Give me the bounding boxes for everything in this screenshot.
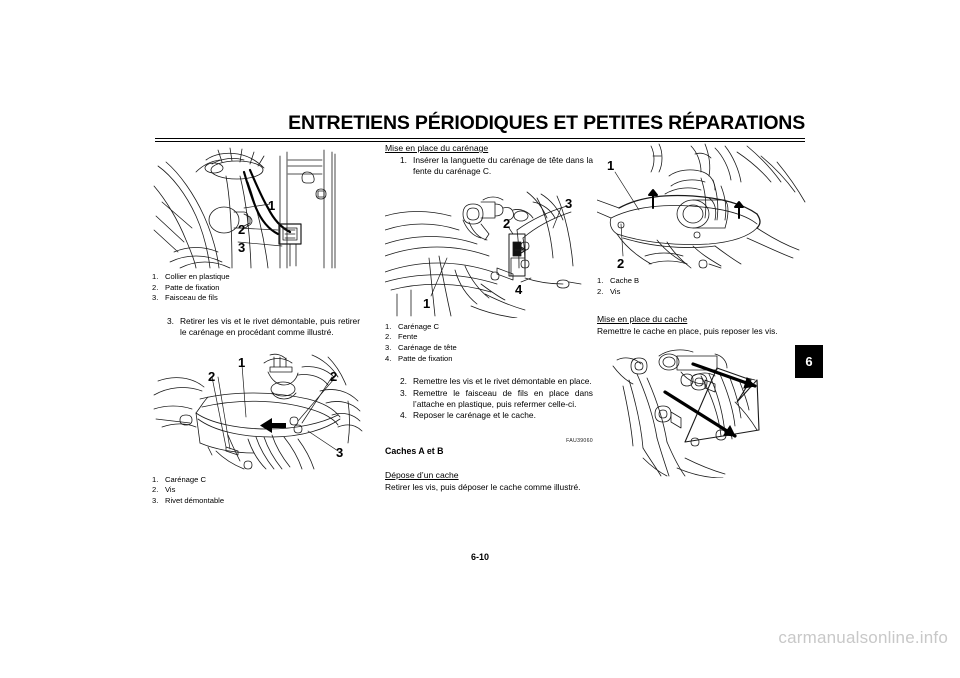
step-number: 1. xyxy=(400,155,407,165)
heading-remove-cover: Dépose d’un cache xyxy=(385,469,459,480)
procedure-list-install-step1: 1. Insérer la languette du carénage de t… xyxy=(385,155,593,178)
page-number: 6-10 xyxy=(470,552,489,562)
procedure-step: 2. Remettre les vis et le rivet démontab… xyxy=(393,376,593,387)
figure-cover-installation xyxy=(597,346,805,478)
step-text: Insérer la languette du carénage de tête… xyxy=(413,155,593,177)
legend-text: Cache B xyxy=(610,276,640,285)
legend-item: 1. Collier en plastique xyxy=(152,272,360,283)
heading-install-cover: Mise en place du cache xyxy=(597,314,688,325)
legend-text: Rivet démontable xyxy=(165,495,225,505)
figure-callout-3: 3 xyxy=(238,240,245,255)
chapter-tab: 6 xyxy=(795,345,823,378)
step-text: Reposer le carénage et le cache. xyxy=(413,410,536,421)
figure-callout-2: 2 xyxy=(238,222,245,237)
procedure-step: 1. Insérer la languette du carénage de t… xyxy=(393,155,593,178)
legend-number: 3. xyxy=(152,293,159,303)
legend-text: Carénage C xyxy=(165,474,206,484)
legend-right-top: 1. Cache B 2. Vis xyxy=(597,276,805,297)
step-number: 3. xyxy=(400,387,407,398)
procedure-step: 4. Reposer le carénage et le cache. xyxy=(393,410,593,421)
legend-text: Fente xyxy=(398,332,418,342)
legend-text: Vis xyxy=(165,485,176,495)
figure-plastic-clamp-wire-harness: 1 2 3 xyxy=(152,142,360,270)
left-column: 1 2 3 1. Collier en plastique 2. Patte d… xyxy=(152,142,363,507)
legend-text: Vis xyxy=(610,286,621,296)
figure-callout-1: 1 xyxy=(238,355,245,370)
legend-item: 1. Carénage C xyxy=(152,475,360,486)
legend-text: Patte de fixation xyxy=(165,282,220,292)
step-text: Remettre le faisceau de fils en place da… xyxy=(413,387,593,409)
figure-cowling-c-removal: 1 2 2 3 xyxy=(152,351,363,471)
figure-callout-2: 2 xyxy=(617,256,624,271)
figure-callout-4: 4 xyxy=(515,282,523,297)
step-number: 4. xyxy=(400,410,407,421)
middle-column: Mise en place du carénage 1. Insérer la … xyxy=(385,142,593,493)
legend-number: 3. xyxy=(152,495,159,505)
install-cover-text: Remettre le cache en place, puis reposer… xyxy=(597,326,778,337)
section-title-covers-a-b: Caches A et B xyxy=(385,445,444,456)
legend-item: 1. Cache B xyxy=(597,276,805,287)
remove-cover-text: Retirer les vis, puis déposer le cache c… xyxy=(385,481,581,492)
legend-number: 2. xyxy=(152,282,159,292)
legend-number: 2. xyxy=(597,286,604,296)
legend-item: 2. Patte de fixation xyxy=(152,283,360,294)
legend-number: 4. xyxy=(385,353,392,363)
site-watermark: carmanualsonline.info xyxy=(778,628,948,647)
figure-callout-3: 3 xyxy=(565,196,572,211)
legend-text: Faisceau de fils xyxy=(165,293,218,303)
legend-item: 4. Patte de fixation xyxy=(385,354,593,365)
legend-text: Patte de fixation xyxy=(398,353,453,363)
heading-install-cowling: Mise en place du carénage xyxy=(385,143,489,153)
legend-number: 1. xyxy=(152,474,159,484)
figure-cover-b-screws: 1 2 xyxy=(597,142,806,272)
step-text: Retirer les vis et le rivet démontable, … xyxy=(180,315,360,338)
right-column: 1 2 1. Cache B 2. Vis Mise en place du c… xyxy=(597,142,806,478)
legend-number: 2. xyxy=(152,485,159,495)
legend-text: Carénage C xyxy=(398,321,439,331)
legend-item: 3. Rivet démontable xyxy=(152,496,360,507)
legend-item: 2. Vis xyxy=(152,485,360,496)
reference-code: FAU39060 xyxy=(566,437,593,444)
figure-callout-1: 1 xyxy=(268,198,275,213)
figure-callout-2: 2 xyxy=(503,216,510,231)
legend-bottom-left: 1. Carénage C 2. Vis 3. Rivet démontable xyxy=(152,475,360,507)
legend-number: 2. xyxy=(385,332,392,342)
figure-callout-2a: 2 xyxy=(208,369,215,384)
header-rule xyxy=(155,138,805,142)
legend-number: 3. xyxy=(385,343,392,352)
procedure-step: 3. Remettre le faisceau de fils en place… xyxy=(393,388,593,411)
legend-text: Collier en plastique xyxy=(165,272,230,281)
step-number: 2. xyxy=(400,376,407,387)
procedure-list-removal: 3. Retirer les vis et le rivet démontabl… xyxy=(152,316,360,339)
figure-callout-1: 1 xyxy=(607,158,614,173)
legend-top-left: 1. Collier en plastique 2. Patte de fixa… xyxy=(152,272,360,304)
legend-number: 1. xyxy=(152,272,159,281)
figure-callout-2b: 2 xyxy=(330,369,337,384)
legend-item: 1. Carénage C xyxy=(385,322,593,333)
procedure-step: 3. Retirer les vis et le rivet démontabl… xyxy=(160,316,360,339)
page-header: ENTRETIENS PÉRIODIQUES ET PETITES RÉPARA… xyxy=(155,112,805,142)
legend-item: 2. Fente xyxy=(385,332,593,343)
legend-middle: 1. Carénage C 2. Fente 3. Carénage de tê… xyxy=(385,322,593,364)
legend-item: 3. Carénage de tête xyxy=(385,343,593,354)
legend-number: 1. xyxy=(597,276,604,285)
legend-text: Carénage de tête xyxy=(398,343,457,352)
legend-item: 2. Vis xyxy=(597,287,805,298)
legend-number: 1. xyxy=(385,321,392,331)
figure-callout-3: 3 xyxy=(336,445,343,460)
figure-callout-1: 1 xyxy=(423,296,430,311)
step-text: Remettre les vis et le rivet démontable … xyxy=(413,376,592,387)
figure-cowling-tab-slot: 1 2 3 4 xyxy=(385,186,593,318)
step-number: 3. xyxy=(167,315,174,326)
procedure-list-install-rest: 2. Remettre les vis et le rivet démontab… xyxy=(385,376,593,422)
legend-item: 3. Faisceau de fils xyxy=(152,293,360,304)
page-title: ENTRETIENS PÉRIODIQUES ET PETITES RÉPARA… xyxy=(288,112,805,134)
